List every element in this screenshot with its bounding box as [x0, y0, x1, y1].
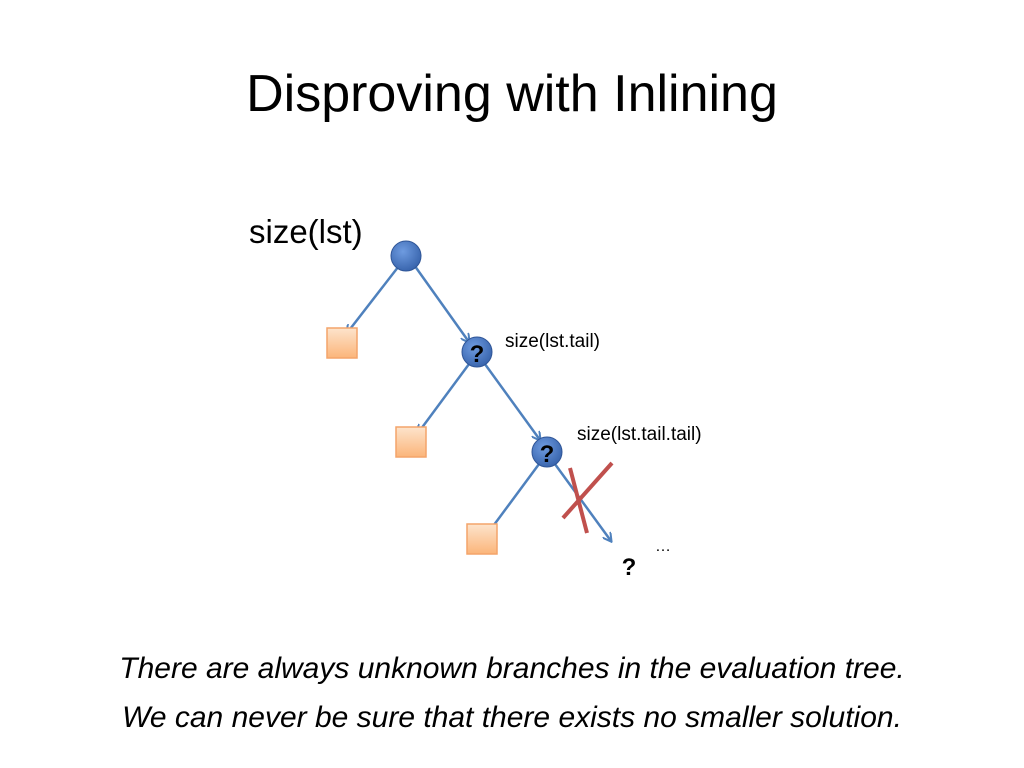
slide-title: Disproving with Inlining [246, 65, 778, 123]
root-label: size(lst) [249, 213, 363, 250]
caption-line-2: We can never be sure that there exists n… [122, 701, 902, 734]
root-node [390, 240, 422, 272]
cross-mark-stroke-2 [568, 467, 589, 534]
edge-node2-to-unknown [550, 459, 611, 541]
edge-node1-to-leaf2 [418, 359, 474, 433]
leaf-node-3 [466, 523, 498, 555]
leaf-node-1 [326, 327, 358, 359]
unknown-leaf-mark: ? [622, 554, 637, 581]
edge-root-to-leaf1 [347, 261, 403, 333]
ellipsis-mark: … [655, 538, 671, 555]
edge-node1-to-node2 [480, 359, 540, 440]
edge-node2-to-leaf3 [488, 459, 544, 533]
unknown-node-1-mark: ? [470, 341, 485, 368]
caption-line-1: There are always unknown branches in the… [119, 652, 905, 685]
cross-mark-stroke-1 [561, 461, 614, 520]
leaf-node-2 [395, 426, 427, 458]
unknown-node-1 [461, 336, 493, 368]
edge-root-to-node1 [410, 261, 469, 342]
node2-label: size(lst.tail.tail) [577, 424, 702, 445]
unknown-node-2 [531, 436, 563, 468]
unknown-node-2-mark: ? [540, 441, 555, 468]
node1-label: size(lst.tail) [505, 331, 600, 352]
